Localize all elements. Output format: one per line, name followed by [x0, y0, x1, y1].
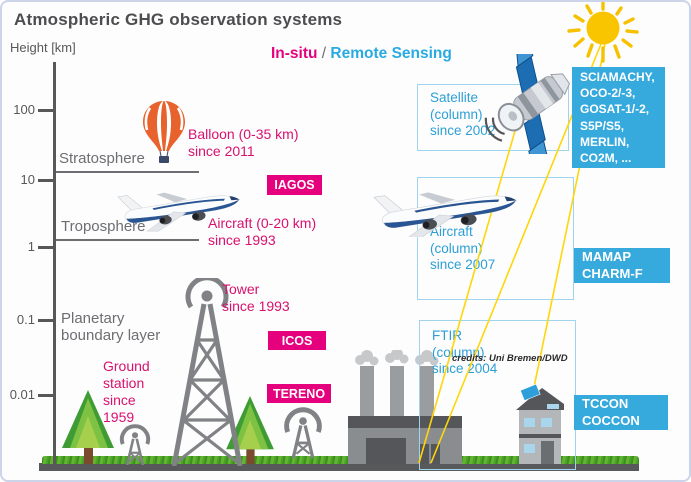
tick-100 — [38, 109, 54, 112]
page-title: Atmospheric GHG observation systems — [14, 10, 343, 29]
tick-label: 10 — [20, 172, 35, 187]
ground-bar — [39, 463, 639, 471]
troposphere-line — [56, 239, 199, 241]
satellite-missions-badge: SCIAMACHY, OCO-2/-3, GOSAT-1/-2, S5P/S5,… — [572, 67, 665, 168]
stratosphere-line — [56, 171, 199, 173]
tower-label: Tower since 1993 — [222, 281, 290, 314]
mamap-charmf-badge: MAMAP CHARM-F — [574, 248, 670, 283]
balloon-icon — [143, 101, 185, 163]
house-icon — [516, 384, 564, 464]
tower-icon — [171, 278, 243, 466]
axis-label: Height [km] — [10, 40, 76, 55]
legend-remote-sensing: Remote Sensing — [330, 45, 452, 62]
tick-1 — [38, 246, 54, 249]
antenna-icon — [279, 400, 327, 464]
antenna-icon — [119, 424, 151, 465]
height-axis — [53, 62, 56, 468]
tick-label: 1 — [27, 239, 35, 254]
tick-label: 0.01 — [9, 387, 35, 402]
tick-0p1 — [38, 319, 54, 322]
satellite-icon — [484, 54, 571, 154]
tick-label: 0.1 — [16, 312, 35, 327]
balloon-label: Balloon (0-35 km) since 2011 — [188, 126, 299, 159]
troposphere-label: Troposphere — [61, 218, 146, 235]
grass-strip — [42, 456, 639, 464]
stratosphere-label: Stratosphere — [59, 150, 145, 167]
iagos-badge: IAGOS — [267, 175, 322, 195]
icos-badge: ICOS — [268, 331, 326, 350]
tick-0p01 — [38, 394, 54, 397]
airplane-column-icon — [373, 179, 521, 237]
tick-label: 100 — [13, 102, 35, 117]
tereno-badge: TERENO — [267, 384, 331, 403]
credits-text: credits: Uni Bremen/DWD — [452, 353, 568, 364]
ground-station-label: Ground station since 1959 — [103, 358, 150, 425]
legend-separator: / — [317, 45, 331, 62]
insitu-aircraft-label: Aircraft (0-20 km) since 1993 — [208, 215, 317, 248]
tick-10 — [38, 179, 54, 182]
pbl-label: Planetary boundary layer — [61, 310, 161, 344]
legend-insitu: In-situ — [271, 45, 318, 62]
legend-heading: In-situ / Remote Sensing — [271, 45, 452, 63]
tccon-coccon-badge: TCCON COCCON — [574, 395, 668, 430]
